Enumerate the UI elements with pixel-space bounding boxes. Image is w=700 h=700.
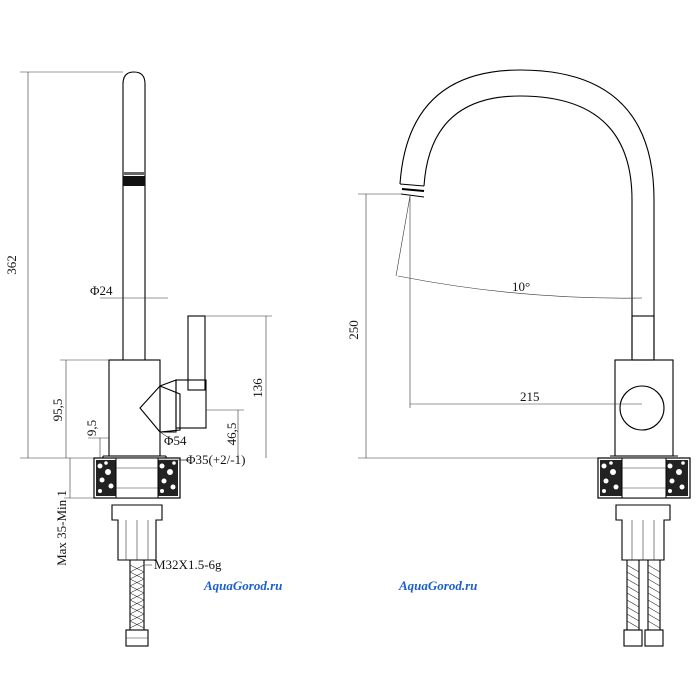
side-spout-tube (122, 71, 146, 360)
front-handle-lever (631, 315, 655, 361)
side-handle-cam (139, 385, 181, 433)
dim-body-height: 136 (250, 378, 265, 398)
side-mount-nut (111, 504, 163, 561)
front-gooseneck-spout (399, 69, 655, 358)
side-aerator (123, 176, 145, 186)
dim-handle-height: 46,5 (224, 423, 239, 446)
side-handle-lever (187, 315, 206, 391)
dim-countertop: Max 35-Min 1 (54, 490, 69, 566)
front-mount-nut (615, 504, 671, 561)
dim-height-9-5: 9,5 (84, 420, 99, 436)
dim-spout-reach: 215 (520, 389, 540, 404)
dim-hole-diameter: Φ35(+2/-1) (186, 452, 245, 467)
dim-total-height: 362 (4, 255, 19, 275)
dim-thread: M32X1.5-6g (154, 557, 222, 572)
front-handle-knob (619, 385, 665, 431)
side-hose (125, 560, 149, 647)
side-dimension-lines (20, 71, 272, 566)
dim-spout-height: 250 (346, 320, 361, 340)
side-view: 362 Φ24 95,5 9,5 Φ54 46,5 136 Φ35(+2/-1)… (4, 71, 272, 647)
side-body (108, 359, 161, 457)
dim-spout-angle: 10° (512, 279, 530, 294)
dim-handle-diameter: Φ54 (164, 433, 187, 448)
watermark-left: AquaGorod.ru (203, 578, 282, 593)
front-hoses (623, 560, 664, 647)
dim-spout-diameter: Φ24 (90, 283, 113, 298)
front-view: 250 10° 215 (346, 69, 691, 647)
front-dimension-lines (358, 193, 643, 459)
watermark-right: AquaGorod.ru (398, 578, 477, 593)
dim-height-95-5: 95,5 (50, 399, 65, 422)
